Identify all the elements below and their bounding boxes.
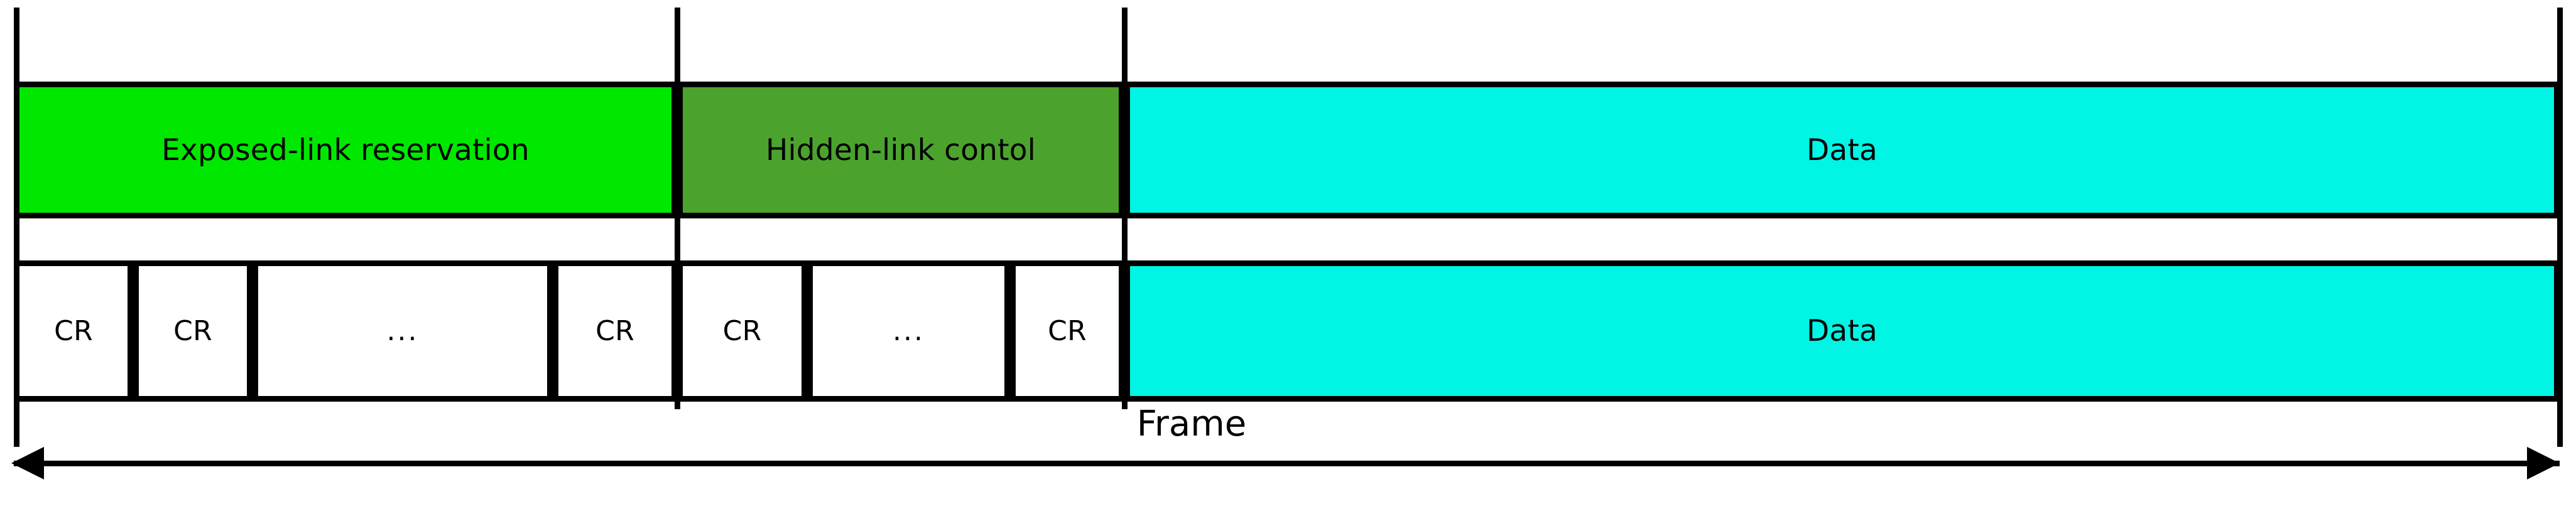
segment-cr-3: CR	[553, 260, 677, 402]
segment-label: Hidden-link contol	[765, 132, 1036, 168]
segment-label: CR	[595, 314, 634, 347]
segment-label: Data	[1806, 314, 1878, 348]
frame-span-arrowhead-right	[2527, 447, 2560, 479]
segment-cr-2: CR	[133, 260, 253, 402]
segment-label: ...	[893, 314, 925, 347]
divider-tick-right	[2557, 8, 2563, 447]
segment-exposed-link-reservation: Exposed-link reservation	[14, 82, 677, 218]
segment-label: ...	[386, 314, 419, 347]
segment-hidden-link-control: Hidden-link contol	[677, 82, 1124, 218]
segment-label: Exposed-link reservation	[161, 132, 530, 168]
segment-label: CR	[173, 314, 212, 347]
divider-tick-left	[14, 8, 19, 447]
segment-cr-4: CR	[677, 260, 807, 402]
segment-ellipsis-2: ...	[807, 260, 1010, 402]
frame-span-arrowhead-left	[11, 447, 44, 479]
segment-label: CR	[722, 314, 762, 347]
segment-cr-5: CR	[1010, 260, 1124, 402]
segment-label: CR	[1048, 314, 1087, 347]
segment-label: Data	[1806, 132, 1878, 168]
segment-data-top: Data	[1124, 82, 2560, 218]
segment-cr-1: CR	[14, 260, 133, 402]
frame-span-line	[14, 461, 2560, 466]
segment-ellipsis-1: ...	[253, 260, 553, 402]
segment-label: CR	[54, 314, 93, 347]
frame-span-label: Frame	[1136, 404, 1247, 444]
segment-data-bottom: Data	[1124, 260, 2560, 402]
